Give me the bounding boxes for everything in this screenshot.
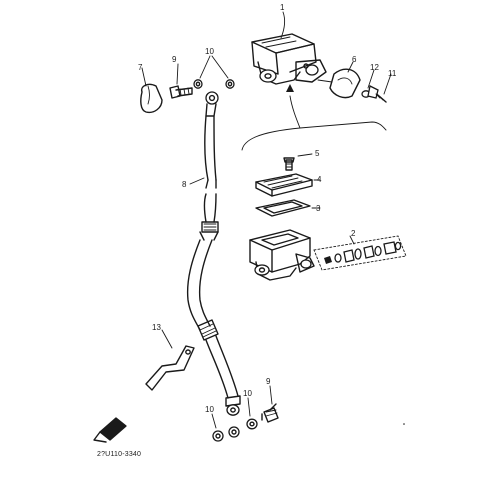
callout-11: 11	[388, 69, 397, 78]
lower-hose-fittings	[211, 385, 279, 442]
figure-code: 2?U110-3340	[97, 451, 141, 458]
callout-4: 4	[317, 175, 322, 184]
hose-bracket	[145, 329, 195, 391]
callout-8: 8	[182, 180, 187, 189]
callout-6: 6	[352, 55, 357, 64]
callout-2: 2	[351, 229, 356, 238]
callout-9-bottom: 9	[266, 377, 271, 386]
master-cylinder-assembly-top	[251, 11, 392, 103]
upper-hose-fittings	[140, 55, 235, 117]
callout-10-top: 10	[205, 47, 214, 56]
callout-7: 7	[138, 63, 143, 72]
stray-dot	[403, 423, 405, 425]
callout-12: 12	[370, 63, 379, 72]
callout-1: 1	[280, 3, 285, 12]
front-direction-arrow-icon	[93, 417, 127, 443]
callout-10-bottom-left: 10	[205, 405, 214, 414]
callout-3: 3	[316, 204, 321, 213]
callout-10-bottom-right: 10	[243, 389, 252, 398]
exploded-view-bracket	[241, 84, 387, 151]
master-cylinder-exploded	[249, 153, 407, 281]
callout-5: 5	[315, 149, 320, 158]
brake-hose	[186, 115, 241, 416]
callout-13: 13	[152, 323, 161, 332]
callout-9-top: 9	[172, 55, 177, 64]
